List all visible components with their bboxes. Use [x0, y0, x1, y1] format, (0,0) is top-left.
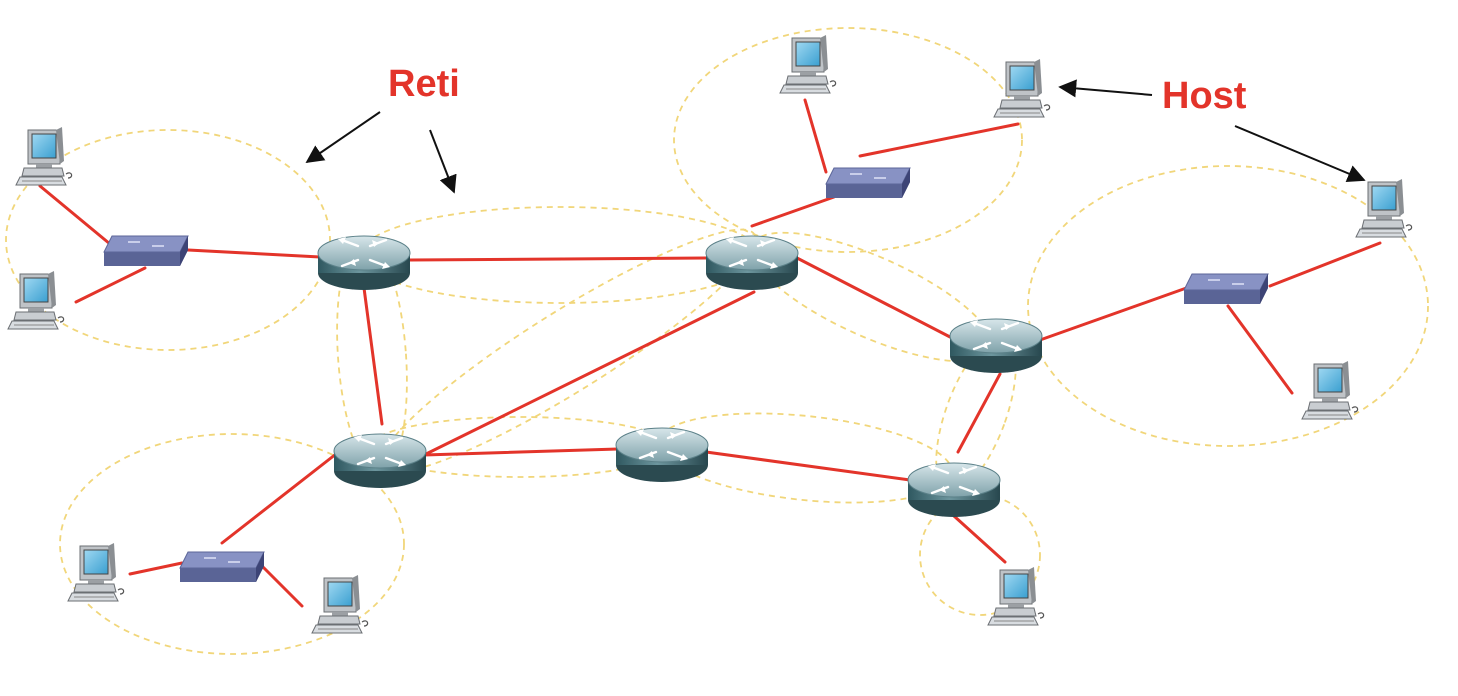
link: [408, 256, 708, 262]
hosts: [7, 34, 1413, 634]
link: [422, 290, 756, 457]
switch-right: [1183, 273, 1269, 305]
link: [220, 452, 338, 545]
switch-bottom-left: [179, 551, 265, 583]
router-bottom-right: [906, 461, 1002, 519]
network-boundary-bottom-left-lan: [59, 433, 405, 655]
link: [38, 184, 112, 246]
host-arrow-left: [1058, 79, 1153, 98]
router-top-left: [316, 234, 412, 292]
host-bottom-right: [987, 566, 1045, 626]
network-boundaries: [5, 27, 1429, 655]
networks-label: Reti: [388, 63, 460, 105]
link: [795, 256, 954, 340]
link: [422, 447, 620, 457]
reti-arrow-left: [305, 111, 381, 164]
hosts-label: Host: [1162, 75, 1247, 117]
network-boundary-link-r2-r3: [379, 228, 757, 474]
link: [803, 98, 828, 174]
switch-top-right: [825, 167, 911, 199]
link: [186, 248, 322, 259]
link: [956, 372, 1002, 454]
network-boundary-bottom-right-lan: [919, 494, 1041, 616]
link: [952, 514, 1007, 564]
link: [1038, 284, 1194, 342]
link: [704, 450, 912, 482]
network-boundary-right-lan: [1027, 165, 1429, 447]
host-arrow-right: [1234, 125, 1366, 183]
network-boundary-top-left-lan: [5, 129, 331, 351]
link: [74, 266, 147, 304]
routers: [316, 234, 1044, 519]
router-top-center: [704, 234, 800, 292]
host-top-left-1: [15, 126, 73, 186]
switches: [103, 167, 1269, 583]
host-bottom-left-2: [311, 574, 369, 634]
link: [1226, 304, 1294, 395]
host-far-right-top: [1355, 178, 1413, 238]
host-far-right-bottom: [1301, 360, 1359, 420]
links: [38, 98, 1382, 608]
host-top-center: [779, 34, 837, 94]
reti-arrow-right: [429, 129, 457, 194]
host-bottom-left-1: [67, 542, 125, 602]
link: [260, 564, 304, 608]
router-bottom-center: [614, 426, 710, 484]
switch-top-left: [103, 235, 189, 267]
router-right: [948, 317, 1044, 375]
network-boundary-top-right-lan: [673, 27, 1023, 253]
link: [858, 122, 1020, 158]
network-boundary-link-r1-r2: [359, 206, 761, 304]
link: [750, 195, 836, 228]
link: [362, 286, 384, 426]
link: [1268, 241, 1382, 288]
router-bottom-left: [332, 432, 428, 490]
link: [128, 561, 184, 576]
annotation-arrows: [305, 79, 1366, 194]
